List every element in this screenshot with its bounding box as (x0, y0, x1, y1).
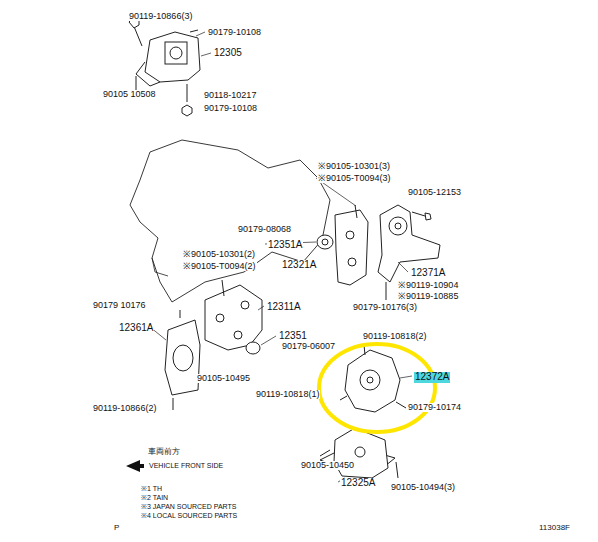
note-text: 車両前方 (147, 448, 181, 456)
engine-outline (130, 140, 330, 302)
part-number: 12311A (266, 302, 302, 313)
part-number: 12305 (213, 48, 243, 59)
part-number: 12371A (410, 268, 446, 279)
part-number: 90179-10174 (407, 403, 462, 412)
part-number: 90105-10495 (196, 374, 251, 383)
part-number: 90179 10176 (92, 301, 147, 310)
part-number: ※90105-10301(2) (182, 250, 256, 259)
part-number: 12351 (278, 331, 308, 342)
part-number: 90119-10818(2) (362, 332, 427, 341)
upper-mount (129, 18, 200, 116)
note-text: ※4 LOCAL SOURCED PARTS (140, 512, 238, 519)
part-number: 90119-10818(1) (255, 390, 320, 399)
part-number: ※90119-10904 (397, 281, 459, 290)
part-number: ※90105-T0094(3) (317, 174, 392, 183)
part-number: ※90105-T0094(2) (182, 262, 257, 271)
part-number: 12372A (414, 372, 450, 383)
part-number: 90105-12153 (407, 188, 462, 197)
part-number: 12361A (118, 323, 154, 334)
part-number: ※90105-10301(3) (317, 162, 391, 171)
part-number: 90105 10508 (102, 90, 157, 99)
highlight-ellipse (319, 344, 435, 432)
part-number: 90179-06007 (281, 342, 336, 351)
part-number: 90118-10217 (203, 91, 257, 100)
note-text: VEHICLE FRONT SIDE (148, 462, 224, 469)
part-number: 90119-10866(2) (92, 404, 157, 413)
part-number: 12351A (267, 240, 303, 251)
note-text: 113038F (538, 524, 571, 532)
note-text: ※3 JAPAN SOURCED PARTS (140, 503, 237, 510)
part-number: 90179-08068 (237, 225, 292, 234)
part-number: 12321A (281, 260, 317, 271)
part-number: 90179-10176(3) (352, 303, 418, 312)
part-number: 90105-10494(3) (390, 483, 456, 492)
note-text: P (113, 524, 120, 532)
note-text: ※2 TAIN (140, 494, 169, 501)
part-number: 90105-10450 (300, 461, 355, 470)
part-number: 90119-10866(3) (128, 12, 193, 21)
part-number: 90179-10108 (207, 28, 262, 37)
note-text: ※1 TH (140, 485, 163, 492)
part-number: 12325A (340, 478, 376, 489)
part-number: 90179-10108 (203, 104, 258, 113)
part-number: ※90119-10885 (397, 292, 459, 301)
front-arrow (126, 460, 144, 472)
